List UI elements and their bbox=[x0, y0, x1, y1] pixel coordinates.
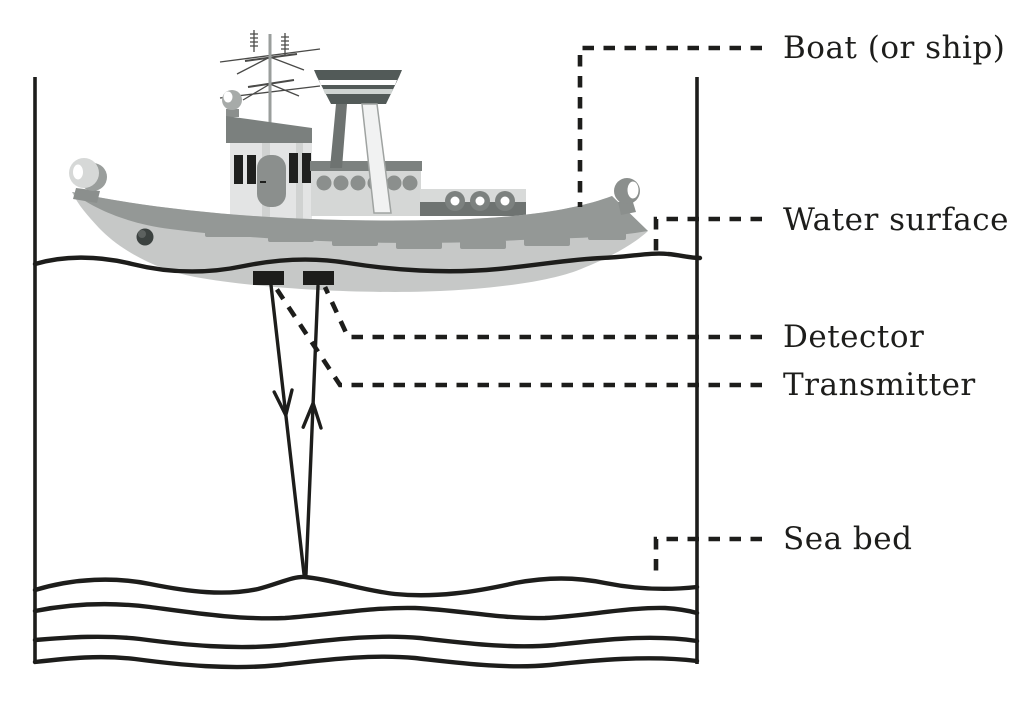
water-surface-line bbox=[32, 251, 703, 274]
boat-leader-line bbox=[577, 45, 762, 207]
seabed-waves bbox=[32, 574, 700, 670]
transmitter-leader-line bbox=[274, 286, 762, 388]
water-surface-leader-line bbox=[653, 216, 762, 256]
boat-illustration bbox=[69, 30, 648, 292]
label-boat: Boat (or ship) bbox=[783, 30, 1006, 66]
seabed-wave bbox=[32, 602, 700, 621]
seabed-wave bbox=[32, 574, 700, 598]
stern-searchlight-icon bbox=[614, 178, 640, 215]
bow-searchlight-icon bbox=[69, 158, 107, 203]
hull-rub-rail bbox=[205, 228, 626, 249]
porthole bbox=[316, 175, 332, 191]
transmitter-block bbox=[253, 271, 284, 285]
up-arrowhead-icon bbox=[301, 401, 323, 430]
seabed-leader-line bbox=[653, 536, 762, 574]
porthole bbox=[350, 175, 366, 191]
detector-leader-line bbox=[322, 286, 762, 340]
down-arrowhead-icon bbox=[272, 388, 294, 417]
stern-deck-box bbox=[420, 189, 526, 216]
wheelhouse bbox=[226, 116, 312, 221]
porthole bbox=[402, 175, 418, 191]
label-sea-bed: Sea bed bbox=[783, 521, 913, 557]
sound-pulse-rays bbox=[269, 283, 323, 576]
roof-light-icon bbox=[222, 90, 242, 117]
window bbox=[234, 155, 243, 184]
mid-deck-structure bbox=[310, 161, 422, 216]
seabed-wave bbox=[32, 634, 700, 650]
seabed-wave bbox=[32, 654, 700, 670]
transmitted-ray bbox=[269, 283, 306, 576]
reflected-ray bbox=[304, 284, 320, 576]
wheelhouse-roof bbox=[226, 116, 312, 143]
label-detector: Detector bbox=[783, 319, 925, 355]
window bbox=[289, 153, 298, 183]
observation-tower bbox=[314, 70, 402, 214]
cabin-door bbox=[257, 155, 286, 207]
radio-mast-icon bbox=[219, 30, 321, 126]
porthole bbox=[386, 175, 402, 191]
label-transmitter: Transmitter bbox=[783, 367, 976, 403]
label-water-surface: Water surface bbox=[783, 202, 1009, 238]
bow-porthole bbox=[136, 228, 154, 246]
porthole bbox=[333, 175, 349, 191]
window bbox=[302, 153, 311, 183]
window bbox=[247, 155, 256, 184]
detector-block bbox=[303, 271, 334, 285]
